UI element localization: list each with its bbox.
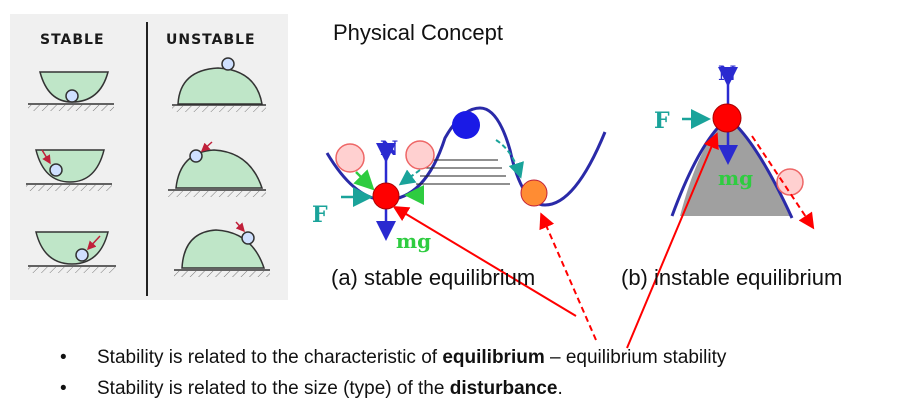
bullet-text: Stability is related to the size (type) … [97, 378, 450, 399]
bullet-bold-term: equilibrium [442, 347, 545, 368]
displaced-ball-b [776, 168, 804, 196]
unstable-label: UNSTABLE [166, 32, 256, 48]
caption-stable: (a) stable equilibrium [331, 265, 536, 290]
unstable-hill-1 [172, 57, 266, 112]
bullet-text-tail: – equilibrium stability [544, 347, 727, 368]
link-arrow-to-stable [392, 205, 577, 317]
label-mg: mg [396, 229, 431, 253]
label-n: N [380, 136, 398, 160]
unstable-hill-2 [168, 141, 266, 197]
push-arrow-icon [41, 149, 51, 165]
equilibrium-ball-red-b [712, 103, 742, 133]
ball-icon [49, 163, 63, 177]
stable-bowl-3 [28, 231, 116, 273]
falling-arrow-b [751, 135, 815, 230]
link-arrow-to-orange [539, 212, 597, 341]
instable-equilibrium-diagram: N F mg [654, 61, 815, 230]
stable-bowl-2 [26, 149, 112, 191]
teal-arrow-right [495, 139, 524, 179]
stable-equilibrium-diagram: N F mg [312, 106, 607, 253]
ball-icon [241, 231, 255, 245]
bullet-list: • Stability is related to the characteri… [60, 342, 726, 404]
ball-icon [221, 57, 235, 71]
ball-icon [189, 149, 203, 163]
stable-bowl-1 [28, 71, 114, 111]
bullet-item-equilibrium: • Stability is related to the characteri… [60, 342, 726, 373]
link-arrow-to-instable [626, 132, 719, 349]
displaced-ball-left [335, 143, 365, 173]
label-f: F [312, 202, 328, 228]
top-ball-blue [452, 111, 480, 139]
restoring-arrow-left [353, 169, 375, 191]
bullet-bold-term: disturbance [449, 378, 558, 399]
ball-icon [75, 248, 89, 262]
teal-arrow-left [398, 169, 421, 186]
label-n-b: N [718, 61, 736, 85]
bullet-dot: • [60, 378, 67, 399]
unstable-hill-3 [174, 221, 270, 277]
push-arrow-icon [200, 141, 213, 153]
label-mg-b: mg [718, 166, 753, 190]
stable-label: STABLE [40, 32, 105, 48]
page-title: Physical Concept [333, 20, 503, 45]
displaced-ball-right [405, 140, 435, 170]
label-f-b: F [654, 108, 670, 134]
push-arrow-icon [86, 235, 101, 251]
bullet-item-disturbance: • Stability is related to the size (type… [60, 373, 726, 404]
bullet-text: Stability is related to the characterist… [97, 347, 443, 368]
bullet-text-tail: . [557, 378, 563, 399]
caption-instable: (b) instable equilibrium [621, 265, 843, 290]
bullet-dot: • [60, 347, 67, 368]
ball-icon [65, 89, 79, 103]
equilibrium-ball-red [372, 182, 400, 210]
rolled-ball-orange [520, 179, 548, 207]
push-arrow-icon [235, 221, 245, 233]
hill-shape [680, 118, 790, 216]
